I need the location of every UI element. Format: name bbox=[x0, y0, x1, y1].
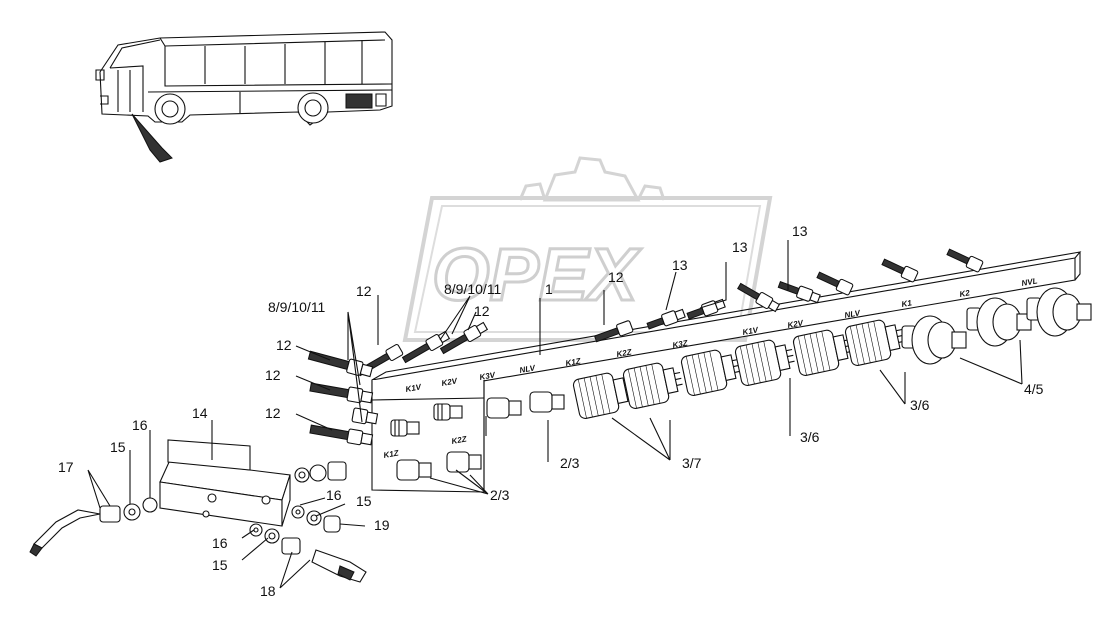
callout-2-3: 2/3 bbox=[490, 487, 510, 503]
callout-13: 13 bbox=[672, 257, 688, 273]
callout-2-3: 2/3 bbox=[560, 455, 580, 471]
callout-12: 12 bbox=[356, 283, 372, 299]
rail-tag: K2V bbox=[787, 318, 805, 330]
callout-12: 12 bbox=[608, 269, 624, 285]
loose-parts bbox=[29, 461, 367, 583]
rail-tag: K2Z bbox=[451, 434, 469, 446]
callout-16: 16 bbox=[132, 417, 148, 433]
callout-1: 1 bbox=[545, 281, 553, 297]
rail-tag: K2V bbox=[441, 376, 459, 388]
leader-lines bbox=[87, 240, 1023, 589]
callout-14: 14 bbox=[192, 405, 208, 421]
rail-tag: K1V bbox=[742, 325, 760, 337]
rail-tag: NLV bbox=[519, 363, 537, 375]
callout-8-9-10-11: 8/9/10/11 bbox=[444, 281, 502, 297]
callout-12: 12 bbox=[265, 405, 281, 421]
rail-tag: K2Z bbox=[616, 347, 634, 359]
socket-group-3-7 bbox=[572, 362, 683, 419]
rail-tag: NVL bbox=[1021, 276, 1038, 288]
rail-tag: K1V bbox=[405, 382, 423, 394]
hose-fitting-group-left bbox=[307, 350, 379, 446]
callout-17: 17 bbox=[58, 459, 74, 475]
callout-19: 19 bbox=[374, 517, 390, 533]
mounting-block bbox=[159, 439, 291, 527]
callout-15: 15 bbox=[110, 439, 126, 455]
rail-tag: K1Z bbox=[383, 448, 401, 460]
callout-12: 12 bbox=[474, 303, 490, 319]
callout-12: 12 bbox=[276, 337, 292, 353]
rail-tag: K1 bbox=[901, 298, 913, 309]
callout-13: 13 bbox=[732, 239, 748, 255]
socket-group-3-6 bbox=[680, 319, 905, 396]
callout-15: 15 bbox=[212, 557, 228, 573]
callout-12: 12 bbox=[265, 367, 281, 383]
connector-group-2-3 bbox=[390, 391, 565, 481]
callout-3-7: 3/7 bbox=[682, 455, 702, 471]
coupling-group-4-5 bbox=[901, 287, 1092, 365]
callout-16: 16 bbox=[212, 535, 228, 551]
callout-16: 16 bbox=[326, 487, 342, 503]
rail-tag: K3Z bbox=[672, 338, 690, 350]
rail-tag: K3V bbox=[479, 370, 497, 382]
callout-15: 15 bbox=[356, 493, 372, 509]
bus-illustration bbox=[95, 31, 393, 163]
callout-13: 13 bbox=[792, 223, 808, 239]
rail-tag: K1Z bbox=[565, 356, 583, 368]
rail-tag: K2 bbox=[959, 288, 971, 299]
callout-3-6: 3/6 bbox=[800, 429, 820, 445]
callout-8-9-10-11: 8/9/10/11 bbox=[268, 299, 326, 315]
rail-tag: NLV bbox=[844, 308, 862, 320]
callout-3-6: 3/6 bbox=[910, 397, 930, 413]
callout-4-5: 4/5 bbox=[1024, 381, 1044, 397]
callout-18: 18 bbox=[260, 583, 276, 599]
hose-fitting-group-top bbox=[356, 248, 984, 377]
